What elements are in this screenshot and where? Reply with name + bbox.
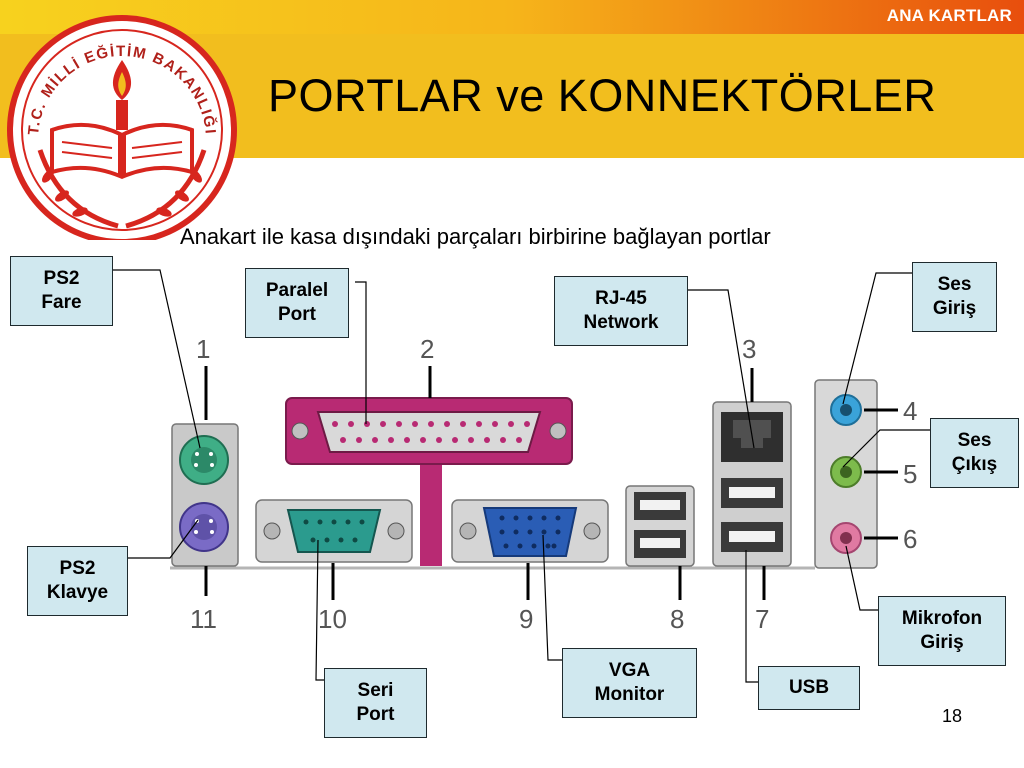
port-pointer-ticks xyxy=(204,366,898,600)
label-mic-in-line2: Giriş xyxy=(920,632,964,653)
leader-lines xyxy=(112,269,930,683)
port-number-6: 6 xyxy=(903,524,917,554)
section-tag: ANA KARTLAR xyxy=(886,6,1012,25)
label-ps2-mouse-line1: PS2 xyxy=(43,268,80,289)
vga-port xyxy=(451,499,609,563)
label-vga-line1: VGA xyxy=(608,660,651,681)
label-parallel-line1: Paralel xyxy=(265,280,329,301)
label-rj45-line2: Network xyxy=(583,312,659,333)
label-serial-line1: Seri xyxy=(357,680,394,701)
label-ps2-keyboard-line2: Klavye xyxy=(46,582,109,603)
port-number-11: 11 xyxy=(190,604,217,634)
label-vga-line2: Monitor xyxy=(594,684,665,705)
label-serial-line2: Port xyxy=(356,704,395,725)
audio-jacks xyxy=(814,379,878,569)
label-rj45-line1: RJ-45 xyxy=(595,288,647,309)
port-number-7: 7 xyxy=(755,604,769,634)
port-number-9: 9 xyxy=(519,604,533,634)
port-number-10: 10 xyxy=(318,604,347,634)
label-ps2-mouse-line2: Fare xyxy=(41,292,82,313)
page-number: 18 xyxy=(942,706,963,726)
label-ps2-keyboard-line1: PS2 xyxy=(59,558,96,579)
port-number-1: 1 xyxy=(196,334,210,364)
label-audio-in-line1: Ses xyxy=(937,274,972,295)
port-number-5: 5 xyxy=(903,459,917,489)
port-number-8: 8 xyxy=(670,604,684,634)
parallel-port xyxy=(285,397,573,566)
port-number-4: 4 xyxy=(903,396,917,426)
label-audio-out-line2: Çıkış xyxy=(951,454,998,475)
label-mic-in-line1: Mikrofon xyxy=(901,608,983,629)
label-audio-out-line1: Ses xyxy=(957,430,992,451)
ps2-ports xyxy=(171,423,239,567)
ministry-logo: T.C. MİLLİ EĞİTİM BAKANLIĞI xyxy=(7,15,237,240)
slide-subtitle: Anakart ile kasa dışındaki parçaları bir… xyxy=(180,224,771,249)
label-audio-in-line2: Giriş xyxy=(932,298,977,319)
serial-port xyxy=(255,499,413,563)
port-number-3: 3 xyxy=(742,334,756,364)
usb-ports-left xyxy=(625,485,695,567)
label-usb: USB xyxy=(758,666,860,710)
slide-title: PORTLAR ve KONNEKTÖRLER xyxy=(268,70,937,121)
label-usb-line1: USB xyxy=(788,677,830,698)
port-number-2: 2 xyxy=(420,334,434,364)
rj45-usb-stack xyxy=(712,401,792,567)
label-parallel-line2: Port xyxy=(277,304,316,325)
label-vga: VGA Monitor xyxy=(562,648,697,718)
port-number-labels: 1 2 3 4 5 6 7 8 9 10 11 xyxy=(190,334,917,634)
